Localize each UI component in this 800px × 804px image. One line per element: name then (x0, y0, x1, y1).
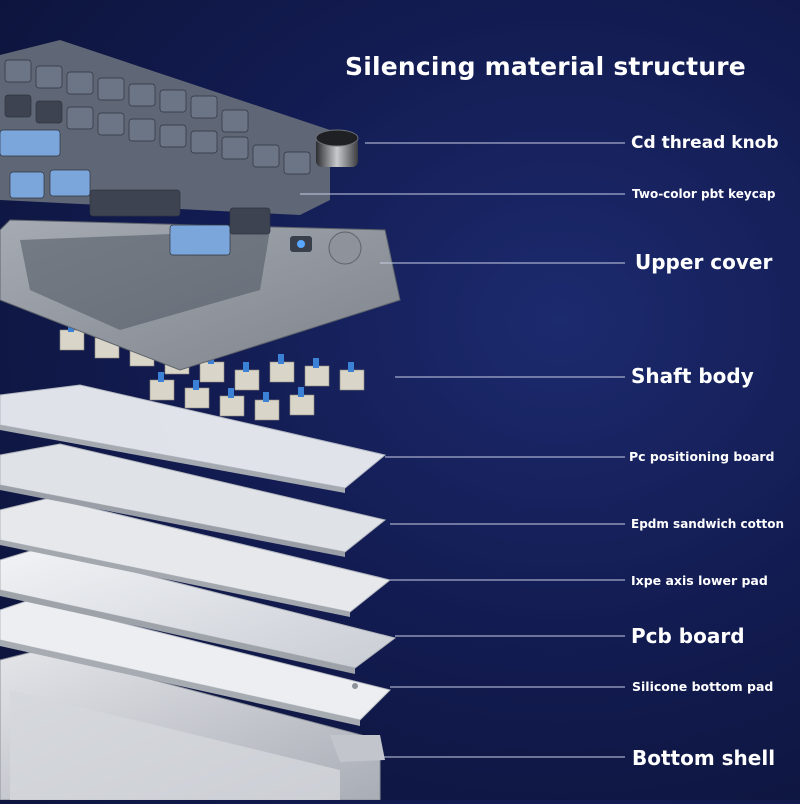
ixpe-pad-layer (0, 497, 392, 617)
label-knob: Cd thread knob (631, 133, 779, 153)
knob-illustration (315, 129, 359, 167)
pc-board-layer (0, 384, 387, 493)
label-shaft-body: Shaft body (631, 364, 754, 388)
callout-lines (300, 142, 625, 758)
silicone-pad-layer (0, 599, 391, 726)
label-upper-cover: Upper cover (635, 250, 773, 274)
label-pcb: Pcb board (631, 624, 745, 648)
label-epdm: Epdm sandwich cotton (631, 517, 785, 531)
label-pc-board: Pc positioning board (629, 449, 775, 464)
keycap-layer (0, 40, 330, 256)
bottom-shell-layer (0, 649, 385, 801)
label-ixpe: Ixpe axis lower pad (631, 573, 768, 588)
epdm-layer (0, 443, 387, 557)
page-title: Silencing material structure (345, 52, 746, 81)
label-silicone: Silicone bottom pad (632, 679, 774, 694)
label-bottom-shell: Bottom shell (632, 746, 776, 770)
label-keycap: Two-color pbt keycap (632, 187, 776, 201)
